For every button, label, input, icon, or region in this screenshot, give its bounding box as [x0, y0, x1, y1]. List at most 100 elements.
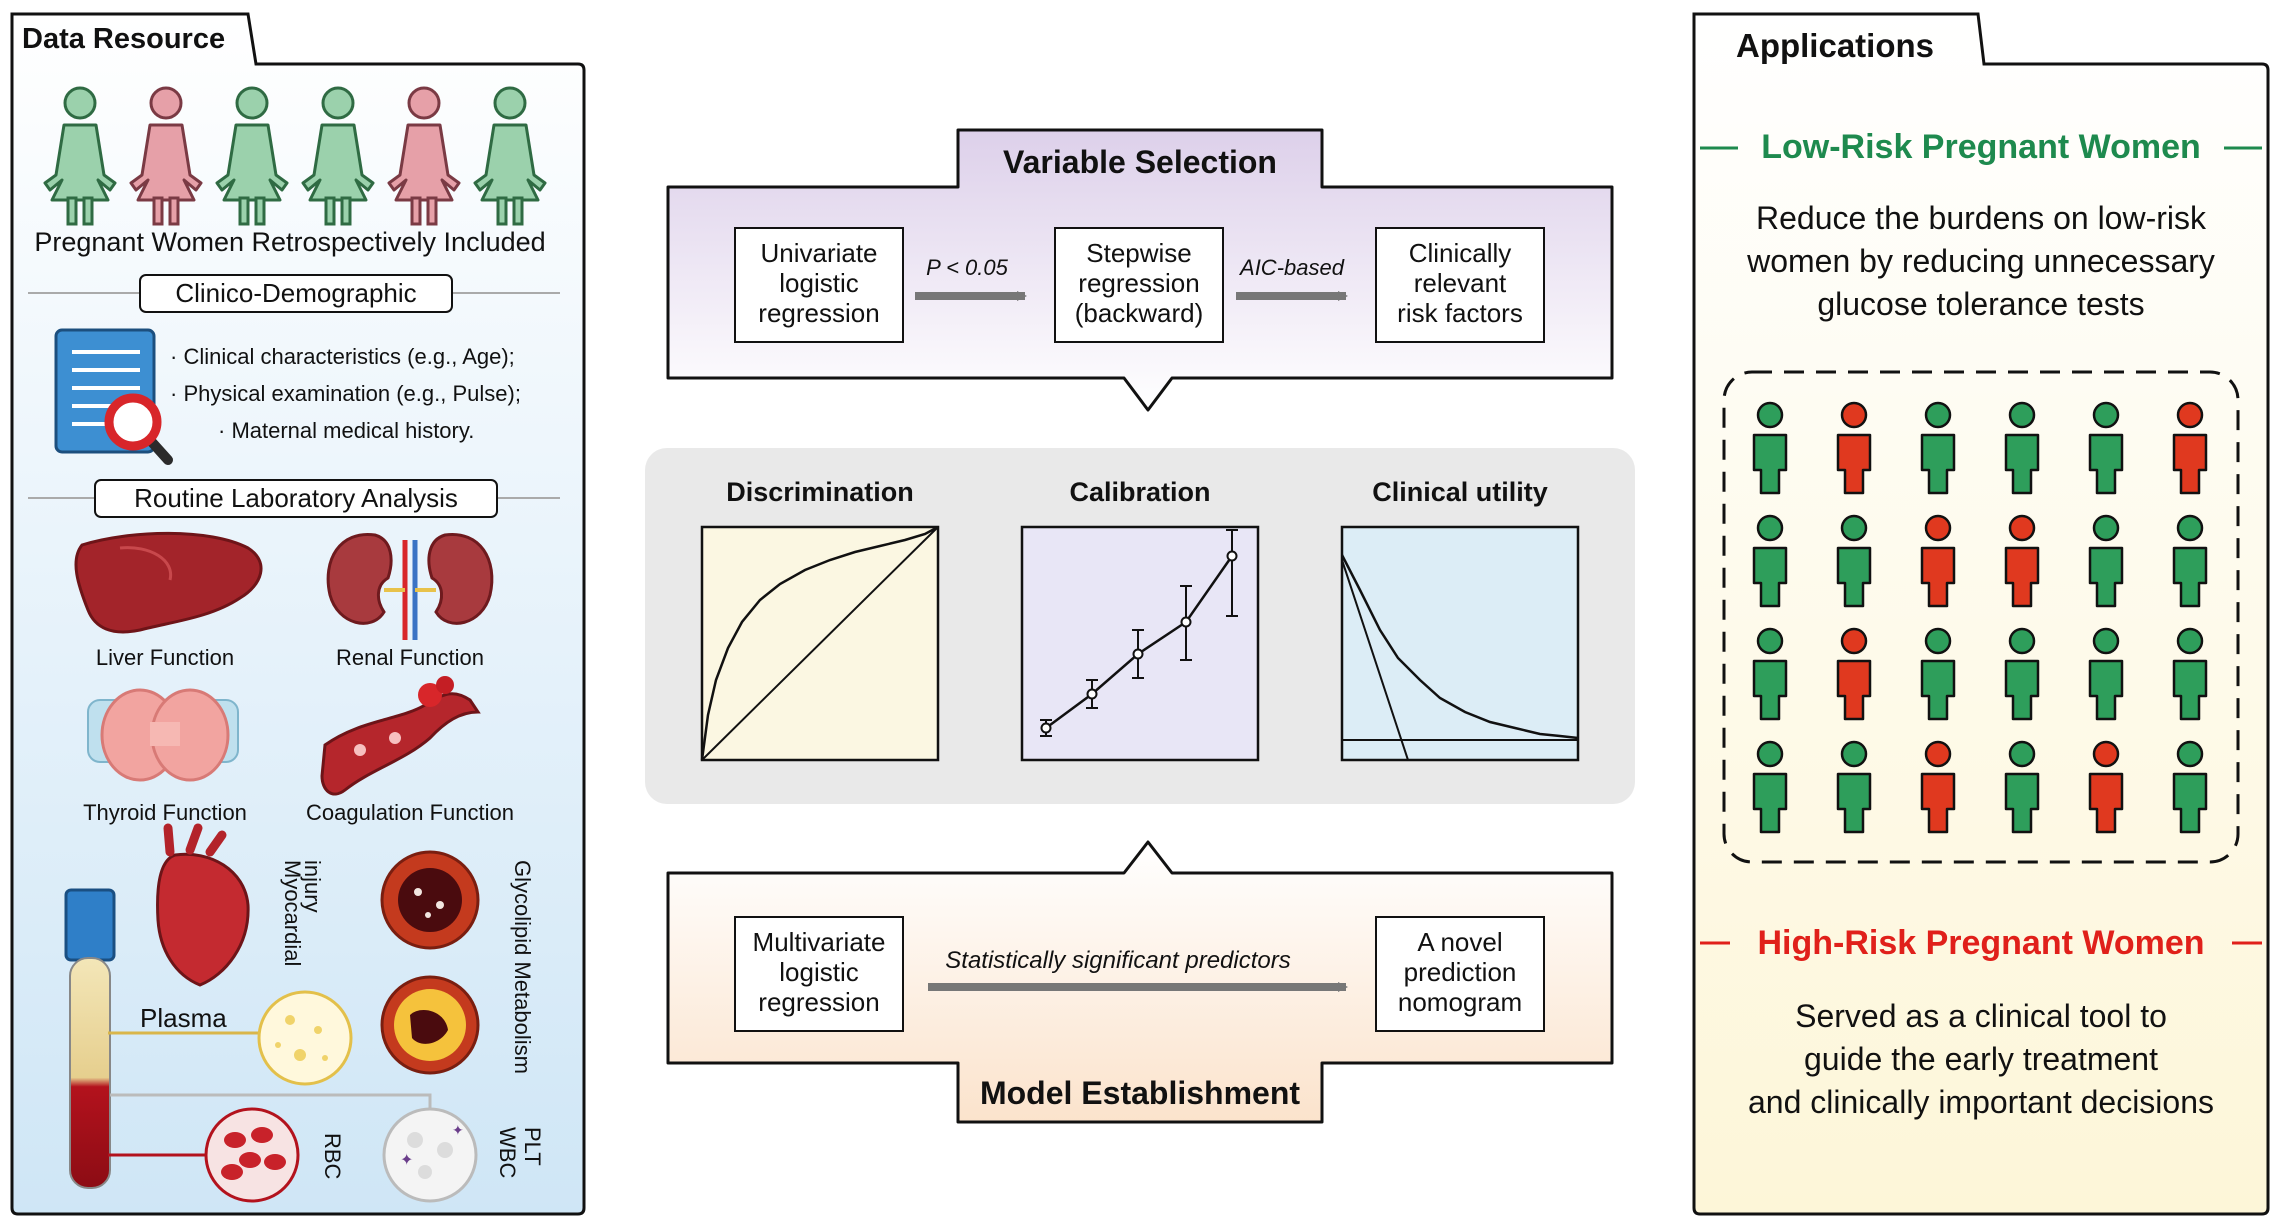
data-resource-panel: Data Resource Pregnant Women Retrospecti…	[10, 12, 586, 1216]
pregnant-woman-icon	[301, 86, 375, 226]
plt-wbc-connector	[110, 1093, 432, 1108]
kidney-icon	[326, 532, 494, 640]
discrimination-title: Discrimination	[726, 477, 914, 507]
low-risk-text-line: glucose tolerance tests	[1817, 286, 2144, 322]
applications-title: Applications	[1736, 27, 1934, 64]
myocardial-label-line1: Myocardial	[280, 860, 305, 966]
calibration-title: Calibration	[1069, 477, 1210, 507]
liver-label: Liver Function	[96, 645, 234, 670]
stepwise-box	[1054, 227, 1224, 343]
person-icon	[1836, 627, 1872, 721]
cohort-caption: Pregnant Women Retrospectively Included	[34, 227, 545, 257]
person-icon	[1752, 401, 1788, 495]
multivariate-box-line: Multivariate	[753, 927, 886, 957]
nomogram-box-line: nomogram	[1398, 987, 1522, 1017]
person-icon	[1752, 514, 1788, 608]
population-grid-frame	[1722, 370, 2240, 864]
arrow-1-label: P < 0.05	[926, 255, 1009, 280]
person-icon	[1920, 627, 1956, 721]
person-icon	[2088, 514, 2124, 608]
risk-factors-box-line: risk factors	[1397, 298, 1523, 328]
person-icon	[2088, 401, 2124, 495]
predictors-arrow-label: Statistically significant predictors	[945, 947, 1290, 974]
clinico-demographic-header: Clinico-Demographic	[175, 278, 416, 308]
arrow-2-label: AIC-based	[1238, 255, 1345, 280]
rbc-label: RBC	[320, 1133, 345, 1180]
nomogram-box	[1375, 916, 1545, 1032]
routine-lab-header: Routine Laboratory Analysis	[134, 483, 458, 513]
calibration-points	[1040, 550, 1238, 734]
thyroid-icon	[87, 688, 239, 782]
person-icon	[1920, 740, 1956, 834]
univariate-box-line: regression	[758, 298, 879, 328]
pregnant-woman-icon	[387, 86, 461, 226]
person-icon	[2004, 740, 2040, 834]
blood-tube-icon	[64, 888, 116, 1189]
person-icon	[1752, 627, 1788, 721]
risk-population-grid	[1752, 401, 2208, 834]
nomogram-box-line: prediction	[1404, 957, 1517, 987]
pregnant-woman-icon	[129, 86, 203, 226]
risk-factors-box	[1375, 227, 1545, 343]
high-risk-text-line: Served as a clinical tool to	[1795, 998, 2167, 1034]
person-icon	[2088, 740, 2124, 834]
clinical-bullet-1: · Clinical characteristics (e.g., Age);	[170, 344, 515, 369]
person-icon	[2004, 401, 2040, 495]
high-risk-text-line: and clinically important decisions	[1748, 1084, 2214, 1120]
model-net-benefit-curve	[1340, 554, 1579, 740]
univariate-box-line: Univariate	[760, 238, 877, 268]
coagulation-label: Coagulation Function	[306, 800, 514, 825]
risk-factors-box-line: relevant	[1414, 268, 1507, 298]
person-icon	[2172, 401, 2208, 495]
multivariate-box-line: regression	[758, 987, 879, 1017]
plaque-artery-icon	[380, 975, 480, 1075]
low-risk-title: Low-Risk Pregnant Women	[1761, 128, 2201, 166]
person-icon	[1836, 740, 1872, 834]
person-icon	[1920, 401, 1956, 495]
evaluation-panel: Discrimination Calibration Clinical util…	[645, 448, 1635, 804]
decision-curve-plot	[1340, 525, 1580, 762]
univariate-box-line: logistic	[779, 268, 858, 298]
data-resource-title: Data Resource	[22, 23, 225, 55]
person-icon	[1836, 514, 1872, 608]
plt-wbc-circle-icon: ✦ ✦	[382, 1107, 478, 1203]
clinical-bullet-3: · Maternal medical history.	[218, 418, 474, 443]
univariate-box	[734, 227, 904, 343]
person-icon	[2172, 627, 2208, 721]
calibration-plot	[1020, 525, 1260, 762]
routine-lab-header-box	[94, 479, 498, 518]
person-icon	[1836, 401, 1872, 495]
svg-text:✦: ✦	[400, 1152, 413, 1169]
svg-text:✦: ✦	[452, 1122, 464, 1138]
applications-panel: Applications Low-Risk Pregnant Women Red…	[1692, 12, 2270, 1216]
multivariate-box	[734, 916, 904, 1032]
stepwise-box-line: Stepwise	[1086, 238, 1192, 268]
plt-label: PLT	[520, 1127, 545, 1166]
high-risk-text-line: guide the early treatment	[1804, 1041, 2158, 1077]
treat-all-line	[1341, 559, 1409, 761]
magnifier-icon	[104, 393, 173, 465]
person-icon	[1752, 740, 1788, 834]
person-icon	[2004, 627, 2040, 721]
liver-icon	[74, 531, 263, 634]
clinico-demographic-header-box	[139, 274, 453, 313]
thyroid-label: Thyroid Function	[83, 800, 247, 825]
person-icon	[1920, 514, 1956, 608]
clinical-bullet-2: · Physical examination (e.g., Pulse);	[170, 381, 521, 406]
person-icon	[2004, 514, 2040, 608]
low-risk-text-line: Reduce the burdens on low-risk	[1756, 200, 2207, 236]
model-establishment-title: Model Establishment	[980, 1075, 1300, 1111]
glycolipid-label: Glycolipid Metabolism	[510, 860, 535, 1074]
stepwise-box-line: regression	[1078, 268, 1199, 298]
plasma-label: Plasma	[140, 1003, 227, 1033]
nomogram-box-line: A novel	[1417, 927, 1502, 957]
person-icon	[2172, 740, 2208, 834]
variable-selection-panel: Variable Selection Univariate logistic r…	[666, 128, 1614, 412]
vessel-icon	[320, 676, 481, 796]
multivariate-box-line: logistic	[779, 957, 858, 987]
reference-diagonal	[701, 526, 939, 761]
myocardial-label-line2: injury	[300, 860, 325, 913]
renal-label: Renal Function	[336, 645, 484, 670]
artery-cross-section-icon	[380, 850, 480, 950]
